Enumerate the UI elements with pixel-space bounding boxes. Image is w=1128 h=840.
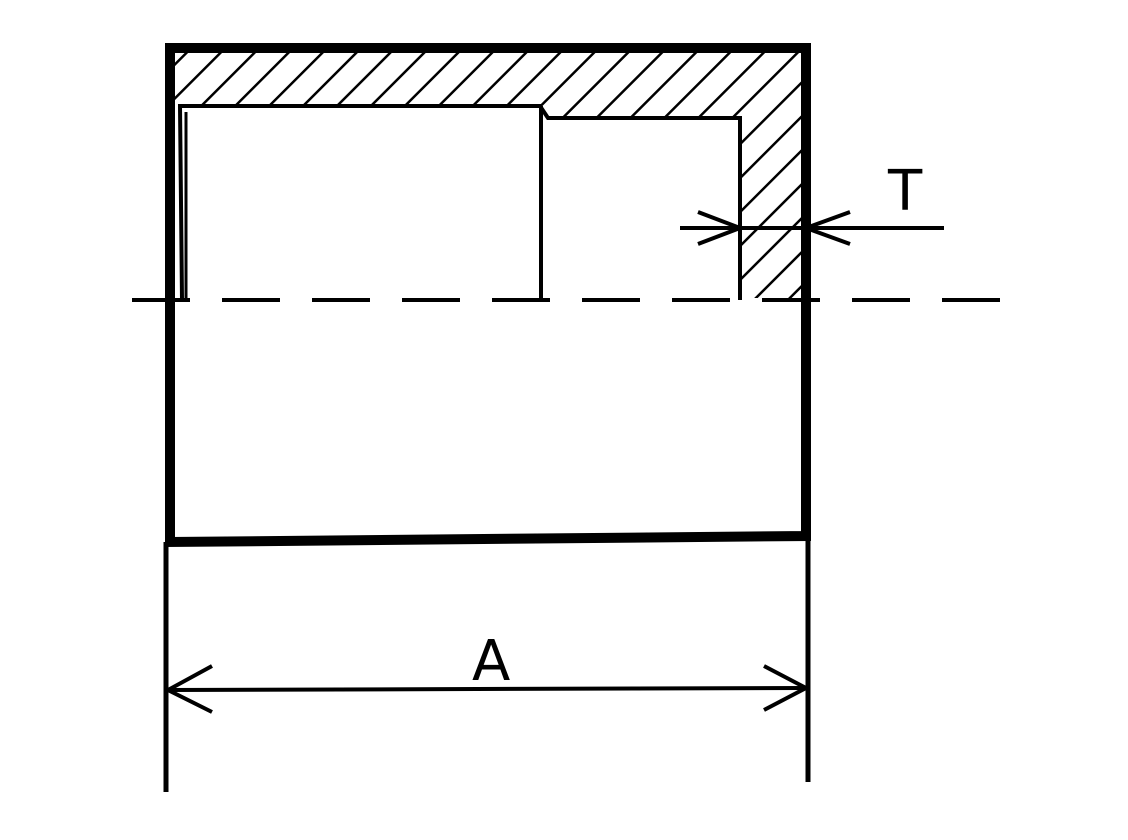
arrowhead-t-right	[800, 210, 851, 246]
dimension-line-a	[167, 686, 807, 692]
outer-body-outline	[165, 43, 811, 548]
label-a: A	[472, 629, 510, 694]
arrowhead-a-right	[763, 664, 811, 712]
arrowhead-a-left	[163, 664, 213, 714]
hatched-wall-section	[170, 48, 803, 298]
arrowhead-t-left	[697, 210, 746, 246]
label-t: T	[887, 159, 923, 224]
inner-cavity-outline	[177, 104, 742, 301]
